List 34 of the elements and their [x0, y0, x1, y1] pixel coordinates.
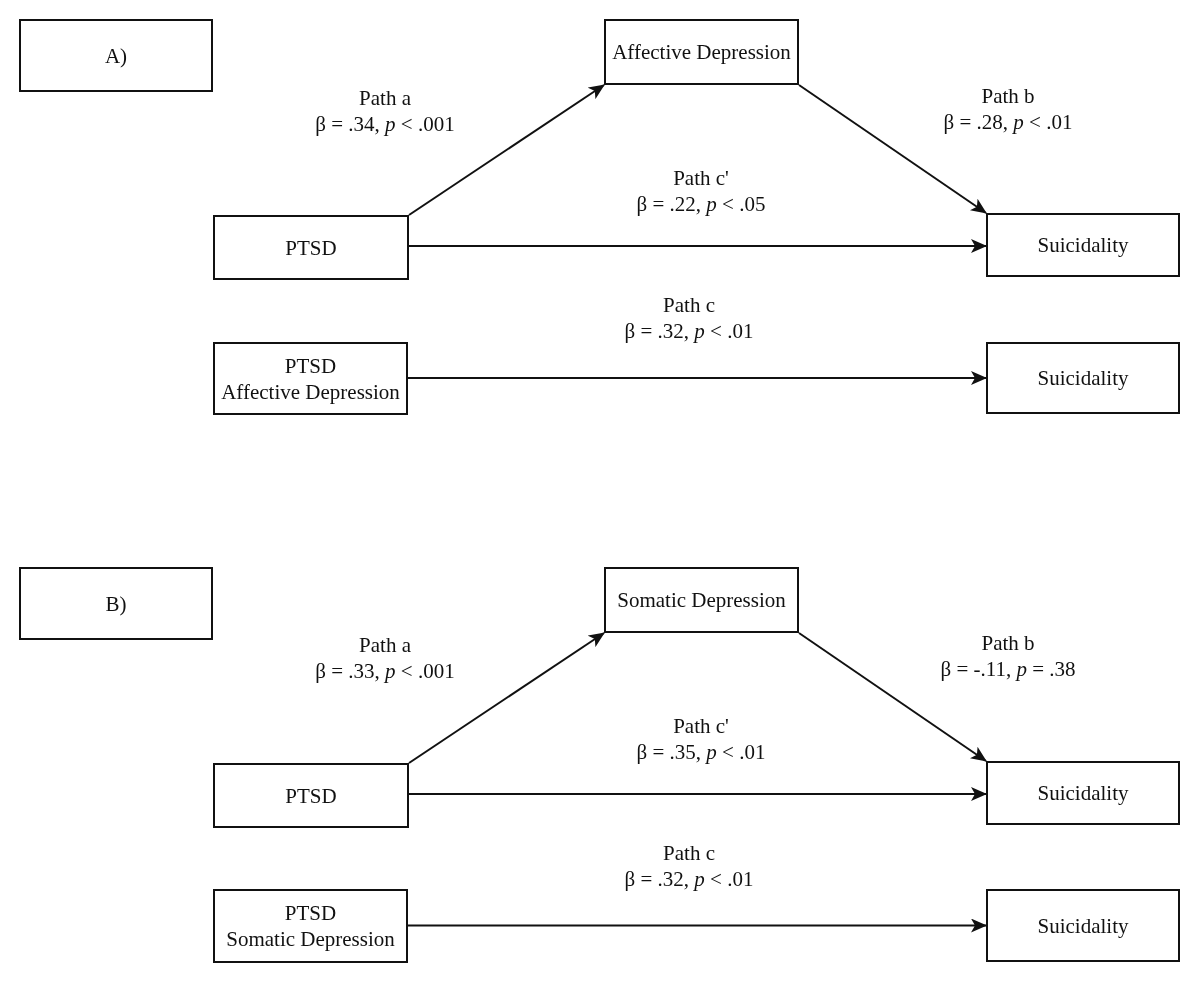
variable-box — [986, 889, 1180, 962]
node-label: Affective Depression — [612, 39, 791, 65]
arrow — [798, 84, 987, 214]
node-label: Somatic Depression — [226, 926, 395, 952]
variable-box — [213, 889, 408, 963]
arrow — [798, 632, 987, 762]
arrow — [408, 84, 605, 216]
panel-label-box — [19, 19, 213, 92]
node-label: PTSD — [285, 234, 337, 261]
node-label: Affective Depression — [221, 378, 400, 405]
node-label: B) — [105, 590, 127, 617]
arrow — [408, 239, 987, 253]
node-label: PTSD — [285, 782, 337, 809]
node-label: Suicidality — [1037, 232, 1129, 258]
node-label: Suicidality — [1037, 365, 1129, 391]
arrow — [408, 632, 605, 764]
arrow — [407, 918, 987, 933]
variable-box — [986, 761, 1180, 825]
arrow — [407, 371, 987, 385]
variable-box — [604, 19, 799, 85]
node-label: PTSD — [284, 900, 337, 926]
variable-box — [213, 342, 408, 415]
node-label: PTSD — [284, 352, 337, 379]
node-label: Somatic Depression — [617, 587, 786, 613]
variable-box — [986, 342, 1180, 414]
variable-box — [213, 763, 409, 828]
variable-box — [604, 567, 799, 633]
node-label: Suicidality — [1037, 780, 1129, 806]
arrow — [408, 787, 987, 801]
node-label: A) — [104, 42, 128, 69]
panel-label-box — [19, 567, 213, 640]
variable-box — [213, 215, 409, 280]
variable-box — [986, 213, 1180, 277]
node-label: Suicidality — [1037, 912, 1129, 939]
